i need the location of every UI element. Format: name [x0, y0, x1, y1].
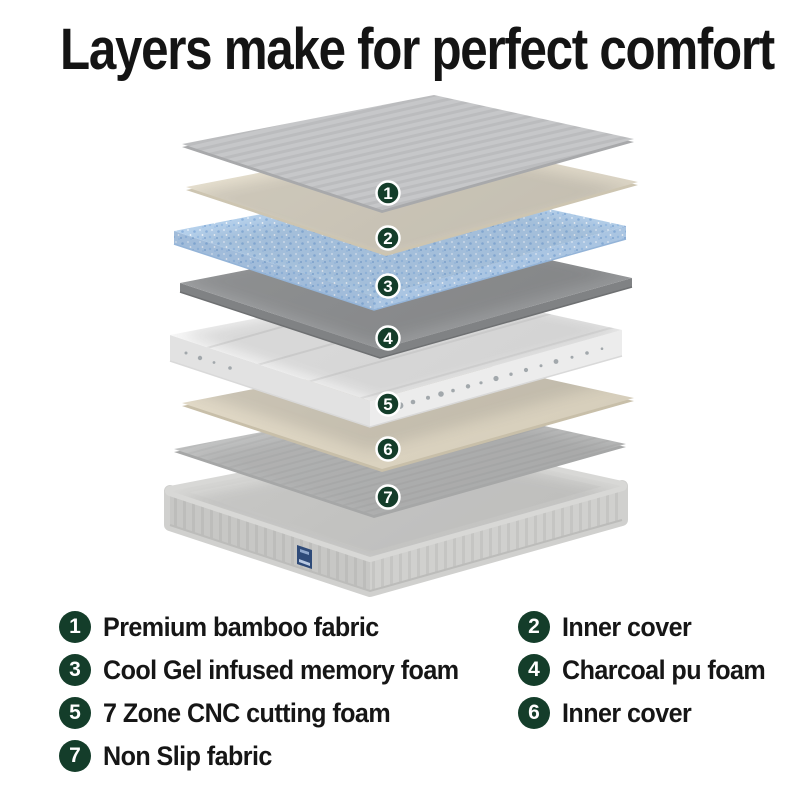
legend-label-6: Inner cover: [562, 697, 692, 728]
legend-badge-5: 5: [59, 697, 91, 729]
legend-item-7: 7 Non Slip fabric: [59, 740, 485, 772]
badge-number: 3: [383, 277, 392, 296]
legend-badge-7: 7: [59, 740, 91, 772]
legend-badge-6: 6: [518, 697, 550, 729]
badge-number: 6: [383, 440, 392, 459]
page-title: Layers make for perfect comfort: [60, 17, 775, 82]
legend-label-4: Charcoal pu foam: [562, 654, 766, 685]
badge-number: 4: [383, 329, 393, 348]
diagram-badge-1: 1: [375, 180, 401, 206]
legend-item-1: 1 Premium bamboo fabric: [59, 611, 485, 643]
badge-number: 5: [383, 395, 392, 414]
legend-column-left: 1 Premium bamboo fabric 3 Cool Gel infus…: [59, 611, 485, 783]
diagram-badge-2: 2: [375, 225, 401, 251]
diagram-badge-6: 6: [375, 436, 401, 462]
legend-label-7: Non Slip fabric: [103, 740, 272, 771]
badge-number: 2: [383, 229, 392, 248]
legend-column-right: 2 Inner cover 4 Charcoal pu foam 6 Inner…: [518, 611, 780, 740]
diagram-badge-4: 4: [375, 325, 401, 351]
diagram-badge-3: 3: [375, 273, 401, 299]
badge-number: 7: [383, 488, 392, 507]
legend-badge-1: 1: [59, 611, 91, 643]
legend-badge-2: 2: [518, 611, 550, 643]
legend-badge-4: 4: [518, 654, 550, 686]
diagram-badge-5: 5: [375, 391, 401, 417]
legend-label-5: 7 Zone CNC cutting foam: [103, 697, 391, 728]
layer-1-bamboo-fabric-graphic: [182, 95, 634, 213]
diagram-badge-7: 7: [375, 484, 401, 510]
legend-item-2: 2 Inner cover: [518, 611, 780, 643]
brand-tag: [297, 545, 312, 569]
legend-item-5: 5 7 Zone CNC cutting foam: [59, 697, 485, 729]
legend-label-3: Cool Gel infused memory foam: [103, 654, 459, 685]
legend-badge-3: 3: [59, 654, 91, 686]
legend-label-1: Premium bamboo fabric: [103, 611, 379, 642]
legend-item-4: 4 Charcoal pu foam: [518, 654, 780, 686]
legend-item-6: 6 Inner cover: [518, 697, 780, 729]
badge-number: 1: [383, 184, 392, 203]
legend-label-2: Inner cover: [562, 611, 692, 642]
legend-item-3: 3 Cool Gel infused memory foam: [59, 654, 485, 686]
